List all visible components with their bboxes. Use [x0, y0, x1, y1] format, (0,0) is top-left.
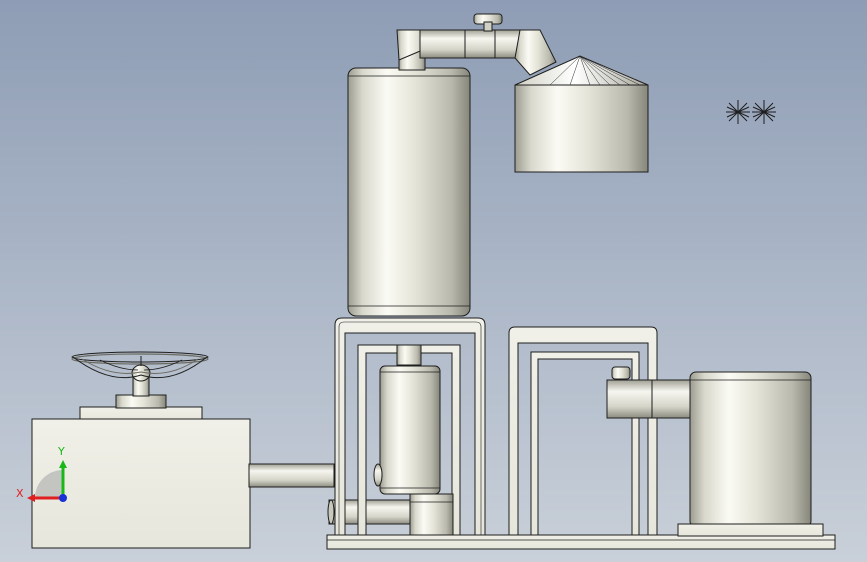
inlet-elbow[interactable]: [606, 366, 698, 419]
handwheel[interactable]: [71, 351, 209, 409]
z-axis-dot: [59, 494, 67, 502]
y-axis-label: Y: [57, 445, 65, 458]
y-axis-arrowhead: [59, 460, 67, 468]
hopper-cone-facets: [549, 55, 641, 86]
right-frame[interactable]: [508, 326, 658, 536]
hopper[interactable]: [514, 55, 649, 173]
base-plate[interactable]: [326, 534, 836, 550]
x-axis-arrowhead: [27, 494, 35, 502]
axis-triad: X Y: [16, 445, 67, 502]
top-duct[interactable]: [396, 13, 557, 76]
gearbox[interactable]: [31, 406, 251, 549]
motor-housing[interactable]: [677, 371, 824, 537]
upper-column[interactable]: [347, 67, 471, 317]
lower-column[interactable]: [373, 344, 454, 536]
x-axis-label: X: [16, 487, 24, 500]
light-source-icon: [726, 100, 776, 124]
